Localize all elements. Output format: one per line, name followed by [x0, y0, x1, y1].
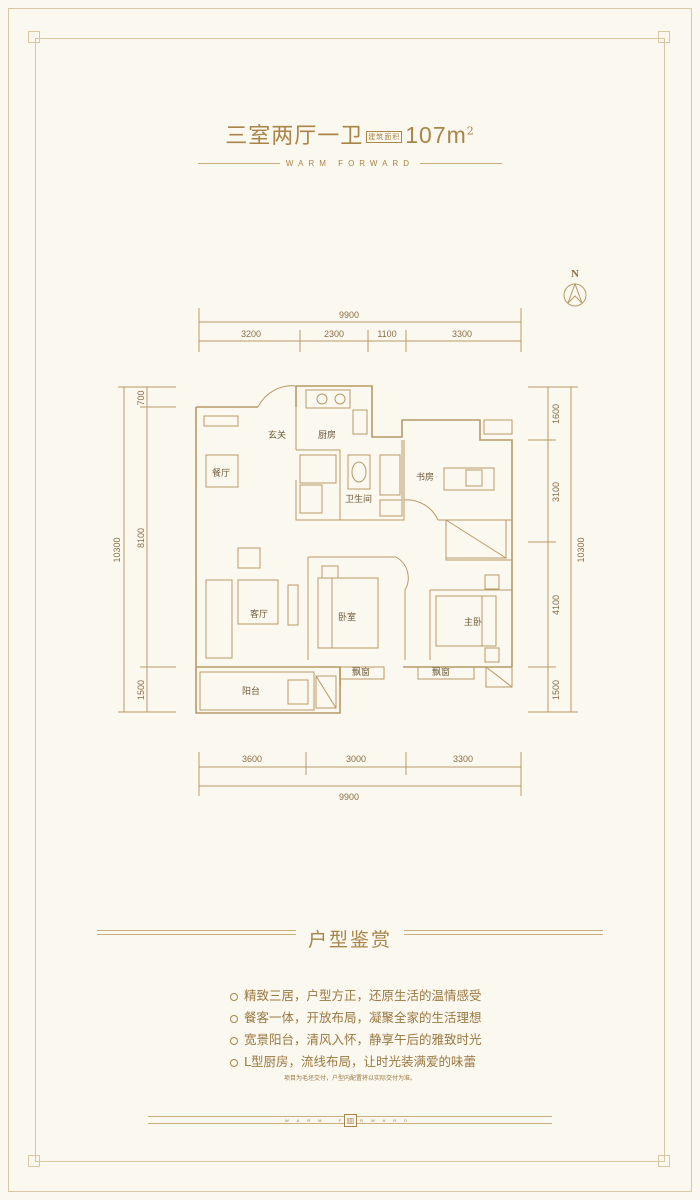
outer-frame: [8, 8, 692, 1192]
corner-ornament: [28, 1155, 40, 1167]
list-item: 餐客一体，开放布局，凝聚全家的生活理想: [230, 1007, 482, 1029]
room-balcony: 阳台: [242, 685, 260, 697]
list-item: 宽景阳台，清风入怀，静享午后的雅致时光: [230, 1029, 482, 1051]
room-dining: 餐厅: [212, 467, 230, 479]
dim-right-seg: 1500: [551, 680, 561, 700]
bullet-icon: [230, 1058, 238, 1067]
title-rooms: 三室两厅一卫: [225, 124, 364, 149]
room-master-bedroom: 主卧: [464, 616, 482, 628]
dim-right-total: 10300: [576, 537, 586, 562]
compass-icon: [563, 282, 587, 307]
dim-left-seg: 700: [136, 390, 146, 405]
dim-bottom-seg: 3300: [453, 754, 473, 764]
dim-top-seg: 3300: [452, 329, 472, 339]
compass-label: N: [571, 268, 579, 280]
dim-right-seg: 1600: [551, 404, 561, 424]
room-bay-window: 飘窗: [352, 666, 370, 678]
bullet-icon: [230, 1014, 238, 1023]
room-entrance: 玄关: [268, 429, 286, 441]
dim-right-seg: 4100: [551, 595, 561, 615]
corner-ornament: [658, 31, 670, 43]
dim-bottom-seg: 3000: [346, 754, 366, 764]
dim-bottom-total: 9900: [339, 792, 359, 802]
room-bedroom: 卧室: [338, 611, 356, 623]
footer-ornament: WARM FORWARD ▥: [148, 1114, 552, 1127]
dim-left-seg: 8100: [136, 528, 146, 548]
corner-ornament: [658, 1155, 670, 1167]
room-bay-window: 飘窗: [432, 666, 450, 678]
dim-top-seg: 1100: [377, 329, 396, 339]
dim-top-seg: 3200: [241, 329, 261, 339]
dim-left-seg: 1500: [136, 680, 146, 700]
area-value: 107m: [405, 122, 467, 148]
room-study: 书房: [416, 471, 434, 483]
area-tag: 建筑面积: [366, 131, 403, 143]
dim-top-total: 9900: [339, 310, 359, 320]
emblem-icon: ▥: [344, 1114, 357, 1127]
dim-right-seg: 3100: [551, 482, 561, 502]
bullet-icon: [230, 992, 238, 1001]
disclaimer-note: 项目为毛坯交付，户型内配置将以实际交付为准。: [283, 1075, 416, 1082]
inner-frame: [35, 38, 665, 1162]
corner-ornament: [28, 31, 40, 43]
subtitle: WARM FORWARD: [0, 159, 700, 168]
bullet-icon: [230, 1036, 238, 1045]
section-heading: 户型鉴赏: [0, 925, 700, 952]
room-bathroom: 卫生间: [345, 493, 372, 505]
subtitle-text: WARM FORWARD: [285, 159, 415, 168]
room-kitchen: 厨房: [318, 429, 336, 441]
list-item: 精致三居，户型方正，还原生活的温情感受: [230, 985, 482, 1007]
section-title: 户型鉴赏: [295, 929, 404, 951]
room-living: 客厅: [250, 608, 268, 620]
area-unit: 2: [466, 124, 475, 138]
dim-bottom-seg: 3600: [242, 754, 262, 764]
dim-top-seg: 2300: [324, 329, 344, 339]
dim-left-total: 10300: [112, 537, 122, 562]
list-item: L型厨房，流线布局，让时光装满爱的味蕾: [230, 1051, 482, 1073]
feature-list: 精致三居，户型方正，还原生活的温情感受 餐客一体，开放布局，凝聚全家的生活理想 …: [230, 985, 482, 1073]
